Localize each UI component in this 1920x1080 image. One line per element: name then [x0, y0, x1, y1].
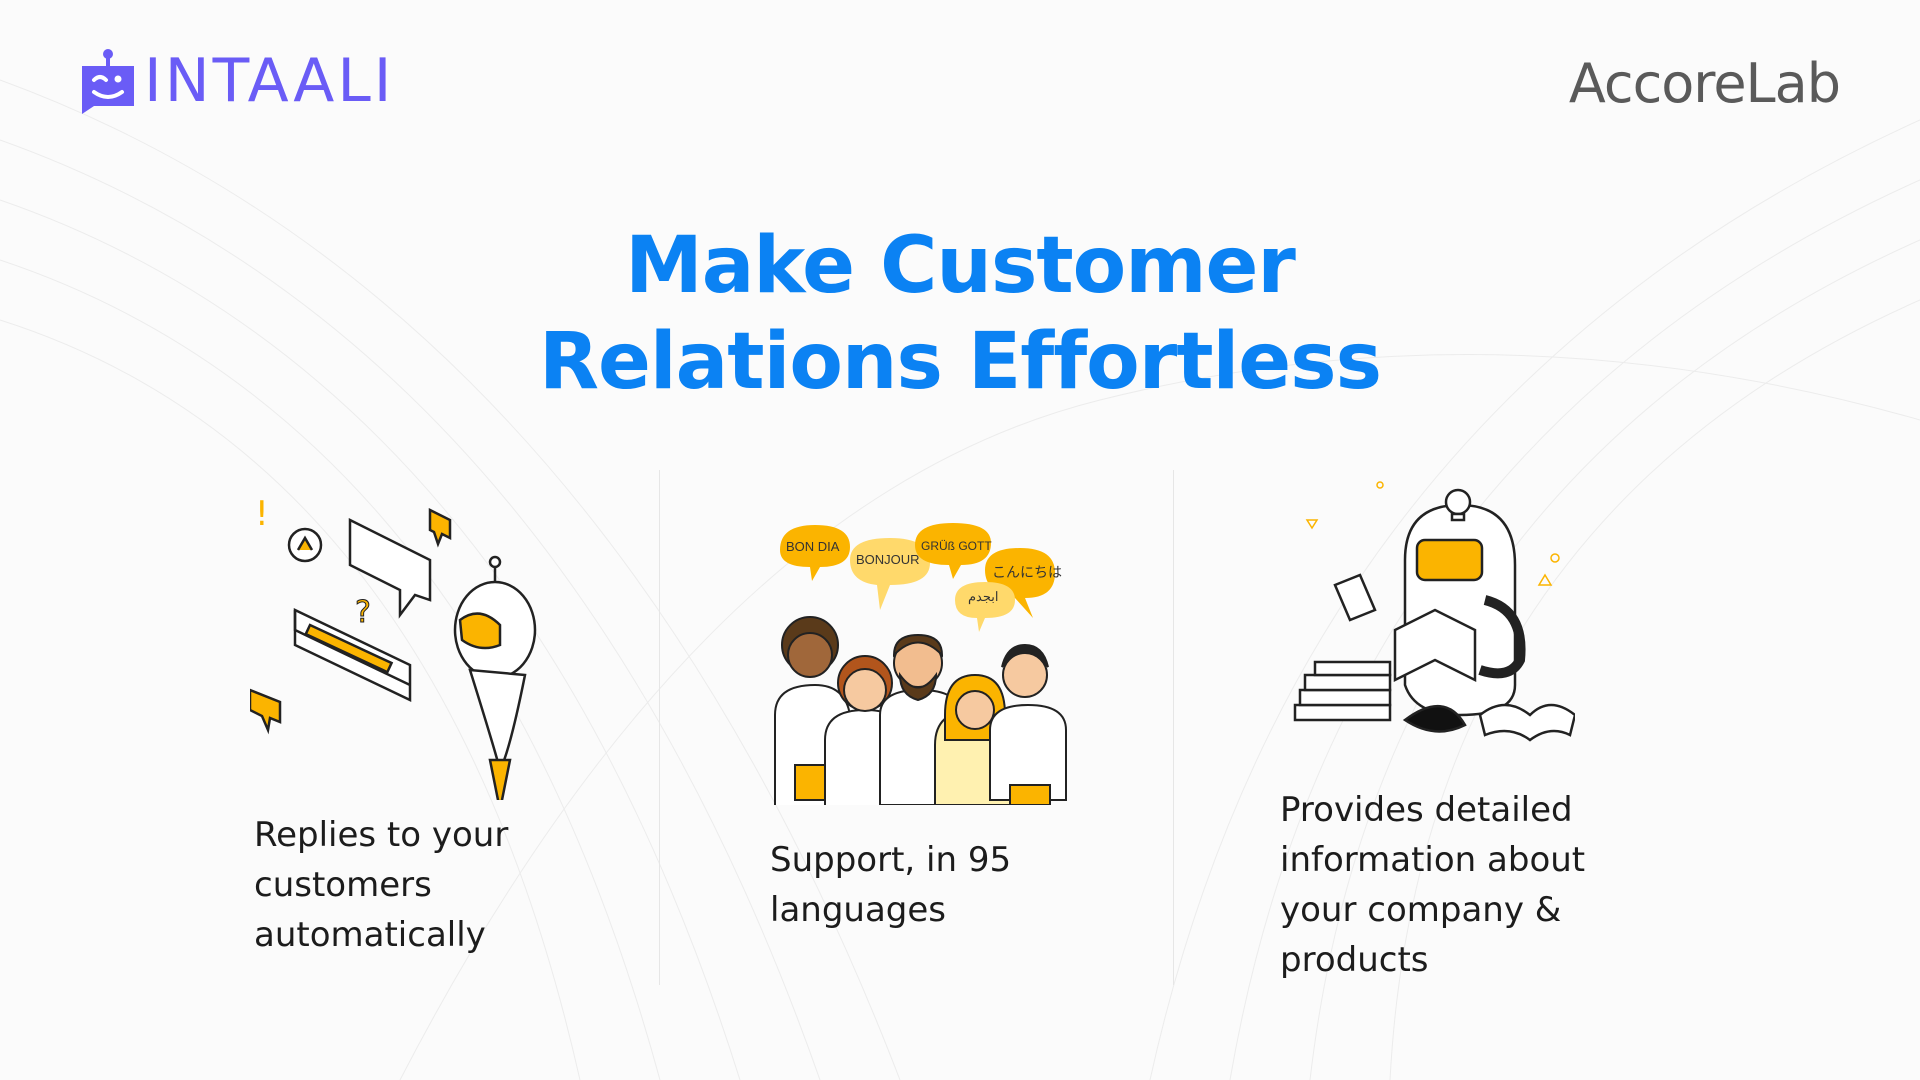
feature-line: languages: [770, 890, 947, 930]
feature-line: customers: [254, 865, 432, 905]
page-title: Make Customer Relations Effortless: [0, 218, 1920, 410]
feature-text-information: Provides detailed information about your…: [1280, 785, 1585, 985]
title-line-1: Make Customer: [625, 221, 1296, 311]
chatbot-replies-illustration: ! ?: [250, 494, 537, 800]
divider: [1173, 470, 1174, 985]
feature-line: your company &: [1280, 890, 1562, 930]
robot-reading-illustration: [1293, 481, 1575, 742]
bubble-label: こんにちは: [992, 564, 1062, 580]
feature-line: automatically: [254, 915, 486, 955]
feature-line: Support, in 95: [770, 840, 1012, 880]
divider: [659, 470, 660, 985]
title-line-2: Relations Effortless: [538, 317, 1382, 407]
accorelab-brand: AccoreLab: [1568, 52, 1841, 115]
bubble-label: BON DIA: [786, 539, 840, 554]
multilingual-people-illustration: BON DIA BONJOUR GRÜß GOTT こんにちは ابجدم: [770, 515, 1070, 805]
people-group-icon: [774, 523, 1067, 805]
svg-text:!: !: [255, 494, 269, 534]
feature-line: Provides detailed: [1280, 790, 1573, 830]
feature-line: Replies to your: [254, 815, 509, 855]
feature-text-languages: Support, in 95 languages: [770, 835, 1011, 935]
feature-line: information about: [1280, 840, 1586, 880]
bubble-label: BONJOUR: [856, 552, 920, 567]
bubble-label: GRÜß GOTT: [921, 539, 992, 553]
bubble-label: ابجدم: [968, 589, 999, 604]
svg-text:?: ?: [355, 595, 371, 630]
intaali-logo[interactable]: INTAALI: [80, 48, 394, 114]
logo-text: INTAALI: [144, 46, 395, 116]
feature-line: products: [1280, 940, 1429, 980]
feature-text-replies: Replies to your customers automatically: [254, 810, 508, 960]
robot-chat-icon: [82, 49, 134, 114]
